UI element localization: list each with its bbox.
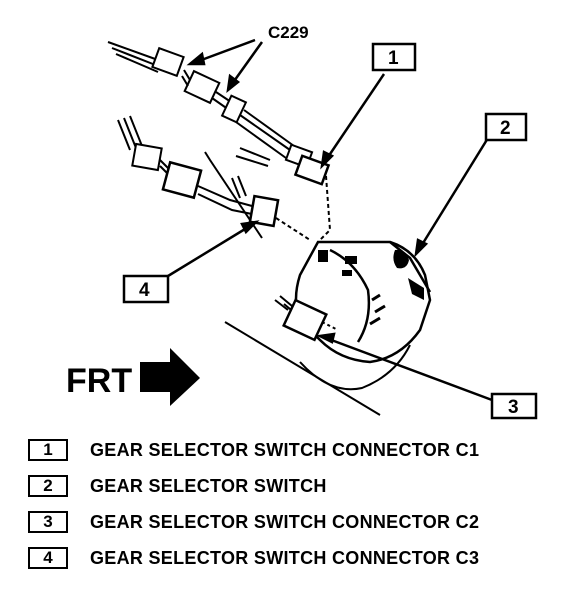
legend-number: 3: [28, 511, 68, 533]
callout-leader-lines: [167, 38, 493, 402]
callout-3-number: 3: [508, 397, 519, 418]
front-direction-indicator: FRT: [66, 348, 200, 406]
callout-4-number: 4: [139, 280, 150, 301]
legend-text: GEAR SELECTOR SWITCH CONNECTOR C2: [90, 511, 480, 532]
legend-item: 1 GEAR SELECTOR SWITCH CONNECTOR C1: [28, 432, 568, 468]
legend-number: 1: [28, 439, 68, 461]
legend: 1 GEAR SELECTOR SWITCH CONNECTOR C1 2 GE…: [28, 432, 568, 576]
callout-1: 1: [371, 42, 417, 72]
legend-item: 4 GEAR SELECTOR SWITCH CONNECTOR C3: [28, 540, 568, 576]
front-arrow-icon: [140, 348, 200, 406]
c229-connector-assembly: [107, 41, 332, 241]
c2-connector: [274, 295, 339, 342]
legend-item: 3 GEAR SELECTOR SWITCH CONNECTOR C2: [28, 504, 568, 540]
c229-label: C229: [268, 23, 309, 42]
gear-selector-switch-body: [294, 240, 432, 364]
callout-4: 4: [122, 274, 170, 304]
legend-text: GEAR SELECTOR SWITCH: [90, 475, 327, 496]
legend-text: GEAR SELECTOR SWITCH CONNECTOR C3: [90, 547, 480, 568]
legend-number: 4: [28, 547, 68, 569]
legend-text: GEAR SELECTOR SWITCH CONNECTOR C1: [90, 439, 480, 460]
callout-1-number: 1: [388, 48, 399, 69]
callout-2-number: 2: [500, 118, 511, 139]
legend-item: 2 GEAR SELECTOR SWITCH: [28, 468, 568, 504]
c3-harness: [117, 115, 311, 241]
callout-2: 2: [484, 112, 528, 142]
callout-3: 3: [490, 392, 538, 420]
frt-label: FRT: [66, 362, 132, 400]
legend-number: 2: [28, 475, 68, 497]
